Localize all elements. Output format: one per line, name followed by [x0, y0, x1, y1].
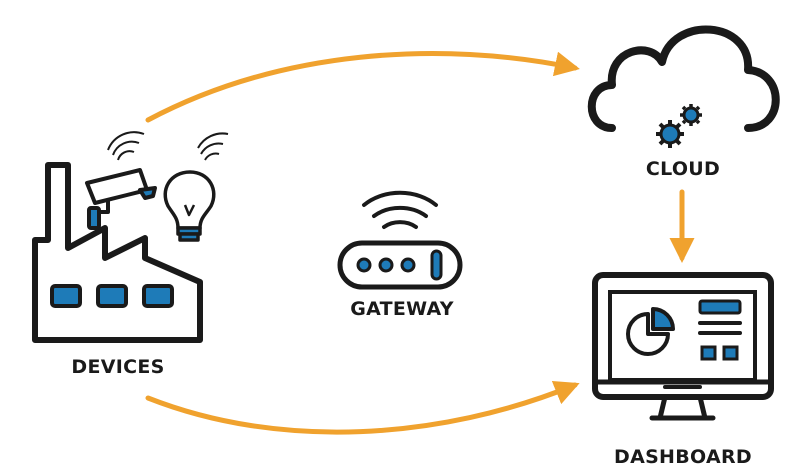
security-camera-icon [85, 131, 157, 230]
cloud-icon [587, 25, 780, 148]
dashboard-label: DASHBOARD [614, 446, 752, 468]
gear-icon-small [680, 104, 702, 126]
cloud-label: CLOUD [645, 158, 721, 180]
factory-icon [32, 162, 203, 343]
arrow-devices-to-dashboard [145, 380, 580, 435]
light-bulb-icon [163, 132, 229, 242]
gateway-label: GATEWAY [350, 298, 454, 320]
wifi-router-icon [337, 190, 463, 290]
gear-icon [656, 120, 684, 148]
monitor-dashboard-icon [592, 272, 774, 421]
devices-label: DEVICES [71, 356, 165, 378]
pie-chart-icon [626, 307, 675, 356]
arrow-devices-to-cloud [145, 51, 580, 123]
